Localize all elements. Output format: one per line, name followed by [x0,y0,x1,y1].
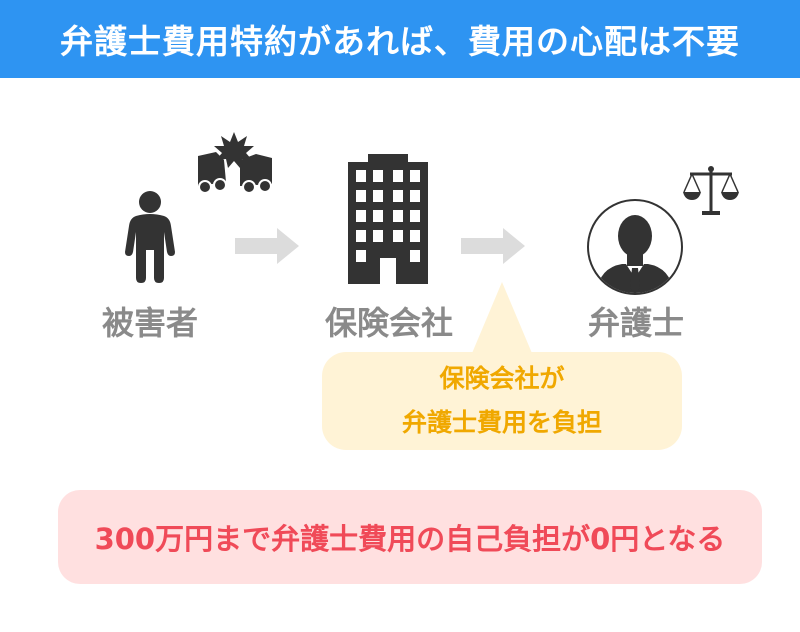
arrow-right-icon [461,228,525,264]
callout-box: 保険会社が 弁護士費用を負担 [322,352,682,450]
victim-label: 被害者 [101,304,198,342]
arrow-right-icon [235,228,299,264]
page-title: 弁護士費用特約があれば、費用の心配は不要 [60,22,740,61]
building-icon [348,154,428,284]
callout-line-2: 弁護士費用を負担 [401,408,602,437]
lawyer-label: 弁護士 [587,304,684,342]
summary-banner: 300万円まで弁護士費用の自己負担が0円となる [58,490,762,584]
lawyer-avatar-icon [587,199,683,295]
header-bar: 弁護士費用特約があれば、費用の心配は不要 [0,0,800,78]
car-crash-icon [198,132,272,194]
callout-line-1: 保険会社が [439,364,565,393]
scales-icon [683,166,739,215]
summary-text: 300万円まで弁護士費用の自己負担が0円となる [94,522,726,556]
insurer-label: 保険会社 [324,304,453,342]
person-icon [125,191,175,283]
callout-pointer [470,282,534,358]
